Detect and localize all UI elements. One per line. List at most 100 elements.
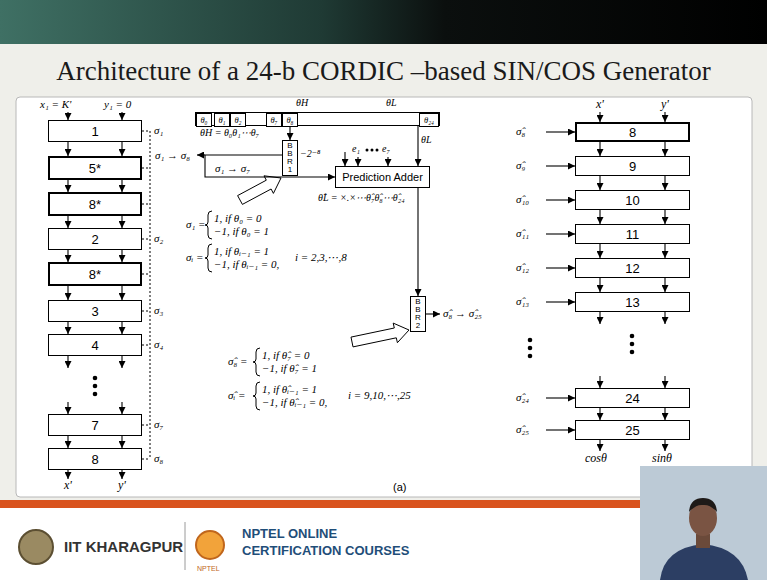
- connector-line: [121, 250, 122, 262]
- control-signal: σ̂₂₄: [516, 391, 529, 404]
- node-text: Prediction Adder: [342, 171, 423, 183]
- equation-case: −1, if θ̂ᵢ₋₁ = 0,: [262, 396, 327, 409]
- footer-divider: [185, 522, 186, 570]
- equation-case: 1, if θ̂ᵢ₋₁ = 1: [262, 383, 317, 396]
- io-arrow: [67, 112, 68, 120]
- top-band: [0, 0, 767, 44]
- ellipsis-dots: [93, 392, 98, 397]
- control-signal: σ̂₁₃: [516, 295, 529, 308]
- curly-brace: [205, 211, 212, 239]
- node-text: 1: [91, 124, 98, 139]
- connector-arrow: [68, 286, 122, 300]
- adder-output: θ̂L = ×.×⋯θ̂₇θ̂₈⋯θ̂₂₄: [318, 192, 405, 204]
- control-dotted-line: [142, 459, 150, 460]
- control-dotted-line: [142, 131, 150, 459]
- prediction-adder-box: Prediction Adder: [335, 166, 430, 188]
- ellipsis-dots: [528, 354, 533, 359]
- control-dotted-line: [142, 204, 150, 205]
- bit-field: θH = θ₀θ₁⋯θ₇: [200, 127, 259, 139]
- connector-line: [67, 436, 68, 448]
- node-text: 7: [91, 418, 98, 433]
- connector-arrow: [68, 322, 122, 334]
- control-signal: σ̂₈: [516, 125, 525, 138]
- signal-arrow: [546, 233, 575, 234]
- register-bit: θ₇: [266, 113, 282, 127]
- ellipsis-dots: [630, 350, 635, 355]
- node-text: θ₂: [234, 116, 241, 125]
- signal-arrow: [546, 429, 575, 430]
- connector-line: [599, 408, 600, 420]
- signal-arrow: [546, 397, 575, 398]
- ellipsis-dots: [630, 342, 635, 347]
- connector-label: σ₁ → σ₇: [214, 162, 251, 174]
- equation-case: 1, if θ₀ = 0: [214, 212, 262, 225]
- connector-arrow: [68, 250, 122, 262]
- connector-line: [121, 216, 122, 228]
- equation-case: 1, if θ̂₇ = 0: [262, 349, 310, 362]
- control-dotted-line: [142, 239, 150, 240]
- io-arrow: [121, 470, 122, 479]
- node-text: θ₇: [270, 116, 277, 125]
- connector-line: [599, 176, 600, 190]
- bbr-block: BBR1: [282, 140, 298, 176]
- signal-name: x': [64, 479, 72, 493]
- curly-brace: [205, 211, 260, 410]
- connector-arrow: [418, 188, 419, 296]
- signal-arrow: [197, 154, 205, 155]
- stage-box: 7: [48, 414, 142, 436]
- node-text: θ₂₄: [424, 116, 434, 125]
- bold-stage-box: 8*: [48, 192, 142, 216]
- node-text: 5*: [89, 161, 101, 176]
- bold-stage-box: 8: [575, 122, 690, 142]
- register-bit: θ₈: [282, 113, 298, 127]
- control-dotted-line: [142, 425, 150, 426]
- logo-text: NPTEL: [197, 565, 220, 573]
- bbr-block: BBR2: [410, 296, 426, 332]
- connector-line: [67, 142, 68, 156]
- content-panel: [16, 97, 752, 497]
- node-text: 3: [91, 304, 98, 319]
- connector-arrow: [600, 210, 665, 224]
- connector-line: [67, 286, 68, 300]
- adder-input: −2⁻⁸: [300, 148, 321, 160]
- node-text: 8*: [89, 267, 101, 282]
- connector-arrow: [290, 126, 291, 140]
- ellipsis-dots: [93, 117, 635, 396]
- control-dotted-line: [142, 131, 150, 132]
- bold-stage-box: 5*: [48, 156, 142, 180]
- connector-line: [121, 322, 122, 334]
- signal-name: x': [596, 98, 604, 112]
- connector-line: [121, 142, 122, 156]
- presenter-video: [640, 466, 767, 580]
- hollow-arrow: [238, 176, 281, 205]
- bold-stage-box: 8*: [48, 262, 142, 286]
- connector-line: [664, 312, 665, 324]
- connector-line: [121, 436, 122, 448]
- stage-box: 11: [575, 224, 690, 244]
- control-signal: σ₈: [154, 452, 163, 465]
- equation-range: i = 2,3,⋯,8: [295, 251, 347, 264]
- node-text: 8: [91, 452, 98, 467]
- signal-arrow: [197, 132, 575, 430]
- connector-arrow: [68, 180, 122, 192]
- ellipsis-dots: [93, 384, 98, 389]
- signal-arrow: [546, 131, 575, 132]
- equation-case: −1, if θᵢ₋₁ = 0,: [214, 258, 279, 271]
- stage-box: 10: [575, 190, 690, 210]
- register-bit: θ₂₄: [419, 113, 439, 127]
- node-text: BBR1: [286, 142, 294, 174]
- stage-box: 4: [48, 334, 142, 356]
- control-signal: σ₇: [154, 418, 163, 431]
- adder-input: e₇: [382, 143, 390, 155]
- node-text: θ₁: [218, 116, 225, 125]
- connector-line: [121, 286, 122, 300]
- ellipsis-dots: [630, 334, 635, 339]
- node-text: 25: [625, 423, 639, 438]
- connector-arrow: [68, 142, 122, 156]
- control-dotted-line: [142, 168, 150, 169]
- signal-arrow: [546, 267, 575, 268]
